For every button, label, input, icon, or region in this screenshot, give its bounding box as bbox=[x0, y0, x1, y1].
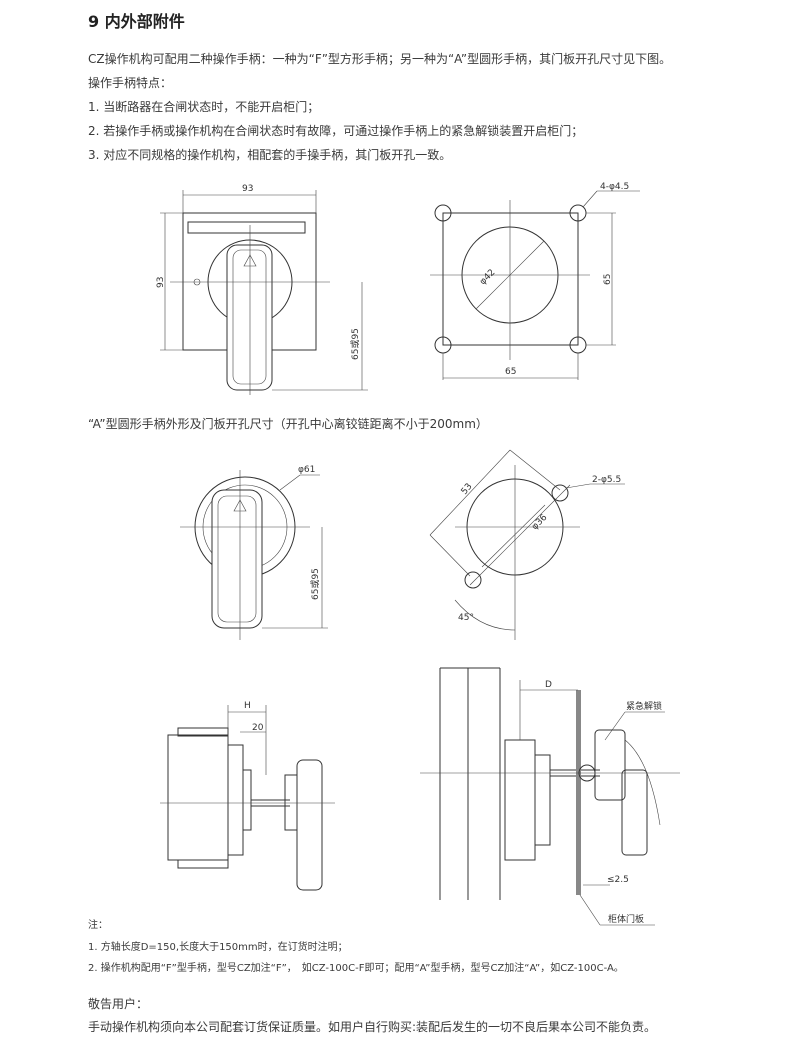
dim-a-dia: φ61 bbox=[298, 465, 315, 475]
dim-d: D bbox=[545, 680, 552, 690]
dim-a-angle: 45° bbox=[458, 613, 474, 623]
a-hole-drawing: φ36 53 2-φ5.5 45° bbox=[429, 449, 625, 640]
dim-a-holes: 2-φ5.5 bbox=[592, 475, 621, 485]
dim-holes: 4-φ4.5 bbox=[600, 182, 629, 192]
a-handle-drawing: φ61 65或95 bbox=[180, 465, 328, 640]
note-item: 1. 方轴长度D=150,长度大于150mm时，在订货时注明； bbox=[88, 942, 348, 953]
f-handle-drawing: 93 93 65或95 bbox=[156, 184, 368, 395]
note-item: 2. 操作机构配用“F”型手柄，型号CZ加注“F”， 如CZ-100C-F即可；… bbox=[88, 963, 624, 974]
side-view-drawing: H 20 bbox=[160, 701, 335, 891]
dim-a-hole-dia: φ36 bbox=[530, 513, 550, 533]
dim-gap: ≤2.5 bbox=[607, 875, 629, 885]
figure-caption: “A”型圆形手柄外形及门板开孔尺寸（开孔中心离铰链距离不小于200mm） bbox=[88, 417, 488, 431]
dim-hole-h: 65 bbox=[603, 274, 613, 285]
dim-handle: 65或95 bbox=[349, 328, 361, 360]
dim-20: 20 bbox=[252, 723, 264, 733]
section-title: 9 内外部附件 bbox=[88, 12, 185, 31]
label-unlock: 紧急解锁 bbox=[626, 700, 662, 712]
f-hole-drawing: φ42 65 65 4-φ4.5 bbox=[430, 182, 640, 380]
install-drawing: D 紧急解锁 ≤2.5 柜体门板 bbox=[420, 667, 680, 926]
dim-width: 93 bbox=[242, 184, 253, 194]
dim-a-pitch: 53 bbox=[460, 482, 475, 497]
intro-line: 3. 对应不同规格的操作机构，相配套的手操手柄，其门板开孔一致。 bbox=[88, 148, 452, 162]
dim-a-handle: 65或95 bbox=[309, 568, 321, 600]
notes-heading: 注： bbox=[88, 920, 108, 931]
dim-h: H bbox=[244, 701, 251, 711]
dim-hole-dia: φ42 bbox=[478, 268, 497, 287]
label-door: 柜体门板 bbox=[608, 913, 644, 925]
intro-line: 2. 若操作手柄或操作机构在合闸状态时有故障，可通过操作手柄上的紧急解锁装置开启… bbox=[88, 124, 584, 138]
intro-line: 1. 当断路器在合闸状态时，不能开启柜门； bbox=[88, 100, 320, 114]
warning-heading: 敬告用户： bbox=[88, 997, 149, 1011]
dim-hole-w: 65 bbox=[505, 367, 516, 377]
intro-line: 操作手柄特点： bbox=[88, 76, 173, 90]
intro-line: CZ操作机构可配用二种操作手柄：一种为“F”型方形手柄；另一种为“A”型圆形手柄… bbox=[88, 52, 672, 66]
dim-height: 93 bbox=[156, 277, 166, 288]
warning-text: 手动操作机构须向本公司配套订货保证质量。如用户自行购买:装配后发生的一切不良后果… bbox=[88, 1020, 657, 1034]
